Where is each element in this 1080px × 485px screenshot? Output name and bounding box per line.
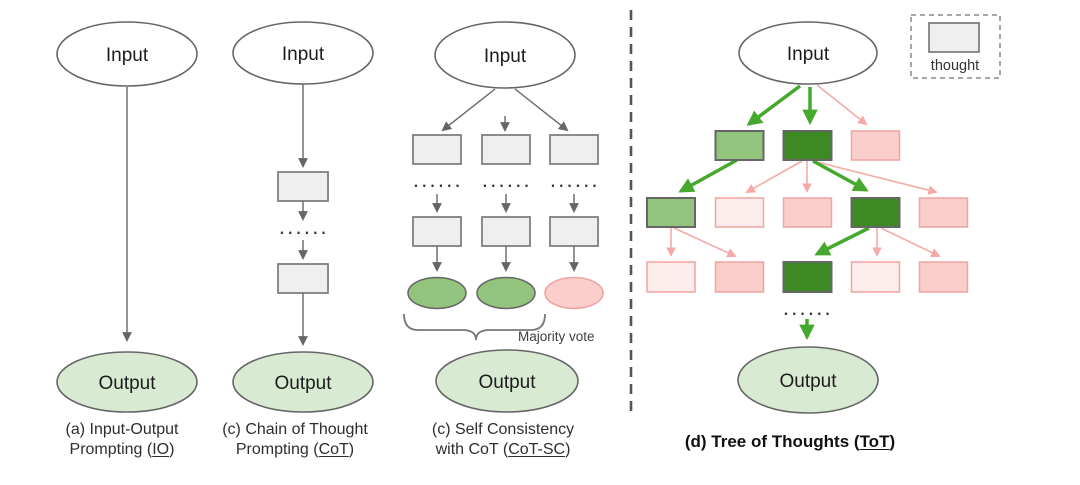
cotsc-input-ellipse xyxy=(434,21,576,89)
cotsc-sample-ellipse-green xyxy=(407,276,467,310)
panel-tot: Input thought xyxy=(646,14,1001,414)
tot-node-best xyxy=(782,130,833,161)
cot-ellipsis: ...... xyxy=(278,223,328,238)
cotsc-thought-box xyxy=(549,134,599,165)
tot-edge-selected xyxy=(746,84,802,126)
caption-tot-post: ) xyxy=(889,432,896,451)
tot-node-pruned xyxy=(714,261,765,293)
cot-output-label: Output xyxy=(274,373,332,394)
cotsc-ellipsis: ...... xyxy=(481,176,531,191)
tot-node-best xyxy=(782,261,833,293)
cotsc-ellipsis: ...... xyxy=(549,176,599,191)
io-output-label: Output xyxy=(98,373,156,394)
caption-io-abbrev: IO xyxy=(152,441,170,458)
tot-input-ellipse xyxy=(738,21,878,85)
tot-input-label: Input xyxy=(787,44,830,65)
tot-node-pruned-faint xyxy=(714,197,765,228)
cot-thought-box-1 xyxy=(277,171,329,202)
cotsc-ellipsis: ...... xyxy=(412,176,462,191)
cotsc-output-ellipse xyxy=(435,349,579,413)
caption-io-line1: (a) Input-Output xyxy=(65,421,179,438)
caption-io: (a) Input-Output Prompting (IO) xyxy=(27,420,217,460)
tot-node-pruned xyxy=(918,261,969,293)
majority-vote-label: Majority vote xyxy=(518,329,595,344)
caption-cot-line2-pre: Prompting ( xyxy=(235,441,319,458)
caption-cotsc-line1: (c) Self Consistency xyxy=(431,421,575,438)
tot-edge-pruned xyxy=(673,227,737,258)
caption-cot-line2-post: ) xyxy=(348,441,355,458)
io-input-ellipse xyxy=(56,21,198,87)
cotsc-input-label: Input xyxy=(484,46,527,67)
caption-cotsc-line2-pre: with CoT ( xyxy=(435,441,509,458)
tot-edge-pruned xyxy=(816,84,868,126)
caption-io-line2-post: ) xyxy=(169,441,175,458)
tot-edge-pruned xyxy=(812,160,938,195)
caption-cotsc-abbrev: CoT-SC xyxy=(508,441,566,458)
panel-cot: Input ...... Output xyxy=(232,21,374,413)
tot-node-pruned xyxy=(850,130,901,161)
cot-thought-box-2 xyxy=(277,263,329,294)
legend-box xyxy=(910,14,1001,79)
caption-tot-pre: (d) Tree of Thoughts ( xyxy=(684,432,860,451)
tot-node-good xyxy=(714,130,765,161)
caption-io-line2-pre: Prompting ( xyxy=(69,441,153,458)
caption-tot: (d) Tree of Thoughts (ToT) xyxy=(640,432,940,452)
caption-cot-abbrev: CoT xyxy=(318,441,349,458)
panel-cotsc: Input ...... ...... ...... Majority vote… xyxy=(403,21,604,413)
tot-output-ellipse xyxy=(737,346,879,414)
tot-node-pruned-faint xyxy=(850,261,901,293)
majority-vote-brace xyxy=(403,313,546,341)
legend-thought-box xyxy=(928,22,980,53)
tot-output-label: Output xyxy=(779,371,837,392)
cotsc-sample-ellipse-green xyxy=(476,276,536,310)
cotsc-fan-arrow-left xyxy=(441,88,496,132)
io-input-label: Input xyxy=(106,45,149,66)
cot-output-ellipse xyxy=(232,351,374,413)
cotsc-fan-arrow-right xyxy=(514,88,569,132)
tot-node-pruned-faint xyxy=(646,261,696,293)
cotsc-output-label: Output xyxy=(478,372,536,393)
caption-cotsc-line2-post: ) xyxy=(565,441,571,458)
tot-node-pruned xyxy=(918,197,969,228)
tot-node-best xyxy=(850,197,901,228)
tot-node-good xyxy=(646,197,696,228)
tot-edge-selected xyxy=(814,226,870,256)
caption-tot-abbrev: ToT xyxy=(859,432,890,451)
tot-edge-pruned xyxy=(880,227,941,257)
io-output-ellipse xyxy=(56,351,198,413)
caption-cotsc: (c) Self Consistency with CoT (CoT-SC) xyxy=(403,420,603,460)
panel-io: Input Output xyxy=(56,21,198,413)
tot-ellipsis: ...... xyxy=(782,304,832,319)
caption-cot-line1: (c) Chain of Thought xyxy=(222,421,368,438)
legend-thought-label: thought xyxy=(931,58,979,74)
tot-node-pruned xyxy=(782,197,833,228)
tot-edge-selected xyxy=(812,159,869,192)
tot-edge-pruned xyxy=(745,160,803,193)
cot-input-label: Input xyxy=(282,44,325,65)
cotsc-thought-box xyxy=(412,216,462,247)
cotsc-thought-box xyxy=(549,216,599,247)
tot-edge-selected xyxy=(678,158,738,193)
cotsc-thought-box xyxy=(481,216,531,247)
cotsc-sample-ellipse-pink xyxy=(544,276,604,310)
caption-cot: (c) Chain of Thought Prompting (CoT) xyxy=(200,420,390,460)
cotsc-thought-box xyxy=(412,134,462,165)
cotsc-thought-box xyxy=(481,134,531,165)
